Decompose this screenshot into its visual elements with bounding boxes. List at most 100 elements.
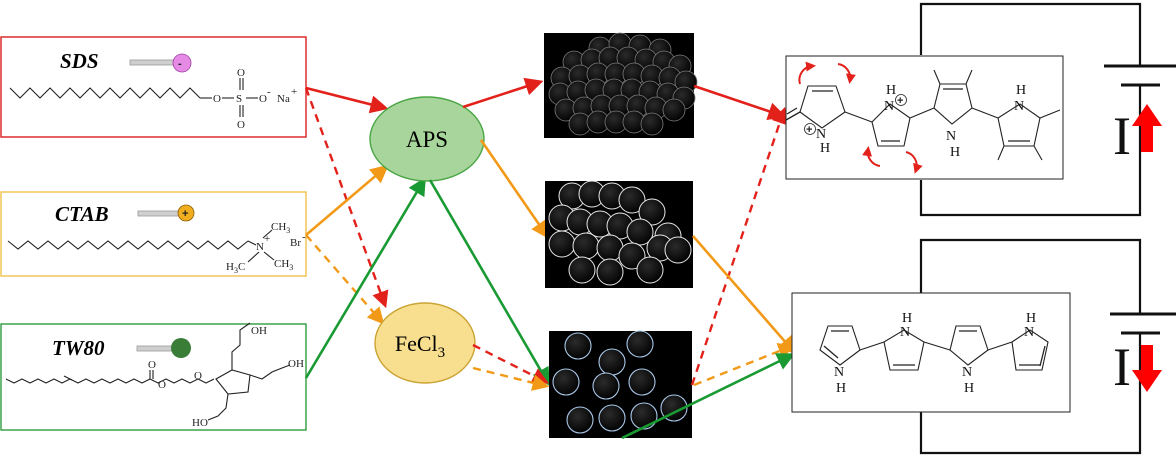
sds-counter-charge: + — [291, 86, 297, 98]
tw80-oh-top: OH — [251, 325, 267, 337]
sds-structure: O S O O O - Na + — [9, 67, 297, 131]
current-increase-arrow-icon — [1132, 104, 1162, 152]
ring-2-hydrogen: H — [886, 83, 896, 98]
ctab-structure: N + CH3 H3C CH3 Br - — [7, 221, 306, 275]
ring-c — [949, 325, 989, 366]
ring-2-nitrogen: N — [884, 99, 894, 114]
tw80-oh-right: OH — [288, 358, 304, 370]
dispersed-sphere — [566, 406, 594, 434]
sds-box — [0, 36, 307, 138]
dispersed-sphere — [564, 332, 592, 360]
fecl3-label: FeCl3 — [395, 331, 445, 361]
arrow-ctab-to-aps — [305, 164, 389, 236]
ctab-surfactant-icon: + — [137, 204, 195, 222]
arrow-tw80-morphology-to-neutral-ppy — [621, 353, 796, 440]
ctab-counter-ion: Br — [290, 237, 301, 249]
ctab-methyl-left: H3C — [226, 261, 245, 275]
chain-sphere — [568, 256, 596, 284]
arrow-aps-to-tw80-morphology — [428, 179, 550, 387]
chain-sphere — [638, 198, 666, 226]
ring-a — [819, 325, 861, 366]
ctab-charge-sign: + — [182, 208, 188, 220]
arrow-tw80-to-aps — [304, 176, 426, 379]
arrow-ctab-to-fecl3 — [305, 234, 385, 325]
ctab-nitrogen-charge: + — [264, 233, 270, 245]
arrow-sds-to-fecl3 — [304, 87, 389, 309]
sds-charge-sign: - — [178, 58, 182, 70]
chain-sphere — [618, 186, 646, 214]
ring-1-nitrogen: N — [816, 127, 826, 142]
ring-4-hydrogen: H — [1016, 83, 1026, 98]
tw80-label: TW80 — [52, 336, 105, 360]
chain-sphere — [548, 230, 576, 258]
sds-oxygen-right: O — [259, 93, 267, 105]
rotation-arrow-1 — [798, 61, 816, 85]
ring-d — [1011, 329, 1049, 371]
ctab-label: CTAB — [55, 202, 109, 226]
aps-label: APS — [406, 127, 448, 152]
top-circuit-wire-upper — [919, 2, 1142, 66]
chain-sphere — [596, 258, 624, 286]
rotation-arrow-3 — [862, 146, 881, 167]
rotation-arrow-2 — [837, 63, 856, 84]
ring-3-nitrogen: N — [946, 129, 956, 144]
sds-oxygen-top: O — [237, 67, 245, 79]
tw80-ho-bottom: HO — [192, 417, 208, 429]
tw80-morphology-panel — [549, 330, 692, 438]
ctab-methyl-right: CH3 — [274, 258, 293, 272]
chain-sphere — [618, 242, 646, 270]
ctab-counter-charge: - — [302, 231, 306, 243]
dispersed-sphere — [592, 372, 620, 400]
arrow-sds-morphology-to-charged-ppy — [693, 84, 787, 120]
ring-b — [883, 329, 925, 371]
rotation-arrow-4 — [905, 151, 923, 174]
chain-sphere — [626, 218, 654, 246]
charged-polypyrrole-box — [785, 55, 1064, 180]
dispersed-sphere — [552, 368, 580, 396]
dense-sphere-cluster — [548, 32, 698, 136]
bottom-circuit-wire-upper — [919, 238, 1142, 314]
sds-sulfur: S — [236, 93, 242, 105]
tw80-ether-o: O — [194, 370, 202, 382]
arrow-fecl3-to-sds-path — [472, 343, 549, 384]
ring-3 — [933, 83, 973, 125]
ctab-methyl-top: CH3 — [271, 221, 290, 235]
dispersed-sphere — [630, 402, 658, 430]
arrow-fecl3-to-neutral-ppy — [693, 343, 796, 387]
arrow-fecl3-to-ctab-path — [472, 366, 550, 391]
sds-morphology-panel — [544, 32, 698, 138]
dense-sphere — [640, 112, 664, 136]
ctab-panel: CTAB + N + CH3 H3C CH3 Br - — [0, 191, 307, 277]
neutral-polypyrrole-box — [791, 292, 1071, 413]
chain-sphere — [636, 256, 664, 284]
top-current-symbol: I — [1113, 106, 1131, 166]
ring-3-hydrogen: H — [950, 145, 960, 160]
ring-b-nitrogen: N — [900, 325, 910, 340]
dispersed-sphere-cluster — [552, 330, 688, 434]
ctab-nitrogen: N — [256, 241, 264, 253]
charged-polypyrrole-panel: N H + N H + N H N H — [785, 55, 1064, 180]
sds-label: SDS — [60, 49, 99, 73]
bottom-circuit-wire-lower — [919, 333, 1142, 455]
dense-sphere — [662, 98, 686, 122]
chain-sphere — [572, 232, 600, 260]
tw80-panel: TW80 O O O OH OH HO — [0, 322, 307, 431]
ring-1-hydrogen: H — [820, 141, 830, 156]
tw80-surfactant-icon — [136, 338, 191, 358]
arrow-aps-to-sds-morphology — [462, 77, 544, 109]
ring-1 — [799, 85, 846, 129]
top-circuit: I — [919, 2, 1176, 217]
ring-d-nitrogen: N — [1024, 325, 1034, 340]
neutral-polypyrrole-panel: N H N H N H N H — [791, 292, 1071, 413]
sds-oxygen-bottom: O — [237, 119, 245, 131]
arrow-sds-to-aps — [305, 86, 389, 114]
bottom-current-symbol: I — [1113, 337, 1131, 397]
chained-sphere-cluster — [548, 180, 692, 286]
ring-b-hydrogen: H — [902, 311, 912, 326]
ctab-morphology-panel — [545, 180, 693, 288]
chain-sphere — [664, 236, 692, 264]
ring-2-charge: + — [897, 95, 903, 107]
dispersed-sphere — [598, 348, 626, 376]
arrow-aps-to-ctab-morphology — [479, 139, 550, 239]
ring-c-hydrogen: H — [964, 381, 974, 396]
